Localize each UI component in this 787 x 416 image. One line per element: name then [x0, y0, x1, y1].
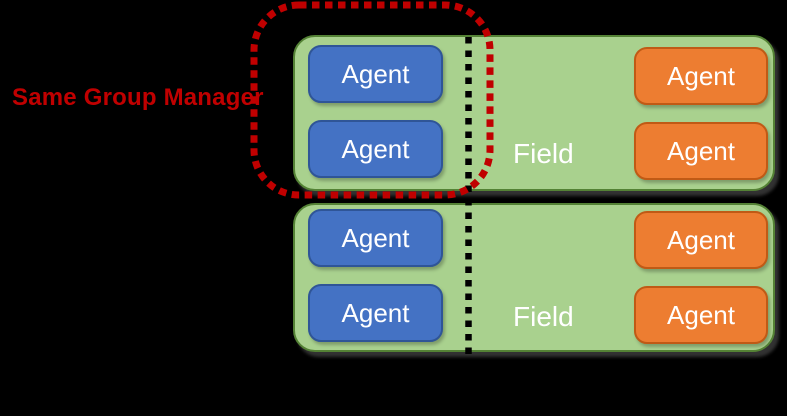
agent-box-orange: Agent: [634, 47, 768, 105]
field-label-2: Field: [513, 301, 574, 332]
agent-box-blue: Agent: [308, 120, 443, 178]
agent-box-blue: Agent: [308, 209, 443, 267]
agent-box-orange: Agent: [634, 211, 768, 269]
agent-box-orange: Agent: [634, 122, 768, 180]
same-group-manager-label: Same Group Manager: [12, 84, 264, 111]
agent-box-blue: Agent: [308, 45, 443, 103]
agent-box-orange: Agent: [634, 286, 768, 344]
field-label-1: Field: [513, 138, 574, 169]
agent-box-blue: Agent: [308, 284, 443, 342]
